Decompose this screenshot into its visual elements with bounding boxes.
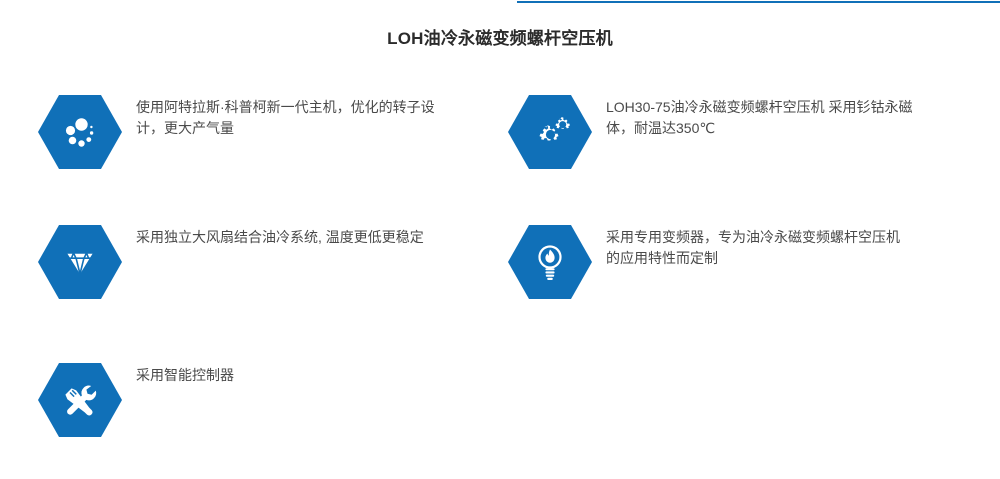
- feature-text: LOH30-75油冷永磁变频螺杆空压机 采用钐钴永磁 体，耐温达350℃: [606, 99, 913, 136]
- feature-text: 采用专用变频器，专为油冷永磁变频螺杆空压机 的应用特性而定制: [606, 229, 900, 266]
- feature-icon-badge: [508, 215, 592, 303]
- feature-item: 采用智能控制器: [38, 353, 488, 441]
- lightbulb-flame-icon: [508, 225, 592, 299]
- feature-item: 使用阿特拉斯·科普柯新一代主机，优化的转子设 计，更大产气量: [38, 85, 488, 173]
- feature-icon-badge: [508, 85, 592, 173]
- hexagon-shape: [38, 363, 122, 437]
- hexagon-shape: [508, 95, 592, 169]
- feature-grid: 使用阿特拉斯·科普柯新一代主机，优化的转子设 计，更大产气量 LOH30: [0, 85, 1000, 475]
- feature-item: 采用独立大风扇结合油冷系统, 温度更低更稳定: [38, 215, 488, 303]
- page-title: LOH油冷永磁变频螺杆空压机: [387, 29, 613, 48]
- hexagon-shape: [38, 225, 122, 299]
- circles-cluster-icon: [38, 95, 122, 169]
- feature-icon-badge: [38, 353, 122, 441]
- feature-item: 采用专用变频器，专为油冷永磁变频螺杆空压机 的应用特性而定制: [508, 215, 958, 303]
- tools-icon: [38, 363, 122, 437]
- feature-icon-badge: [38, 85, 122, 173]
- gears-icon: [508, 95, 592, 169]
- hexagon-shape: [508, 225, 592, 299]
- feature-text: 采用独立大风扇结合油冷系统, 温度更低更稳定: [136, 229, 424, 245]
- diamond-icon: [38, 225, 122, 299]
- hexagon-shape: [38, 95, 122, 169]
- feature-text: 使用阿特拉斯·科普柯新一代主机，优化的转子设 计，更大产气量: [136, 99, 435, 136]
- feature-text: 采用智能控制器: [136, 367, 234, 383]
- top-accent-rule: [517, 1, 1000, 3]
- feature-icon-badge: [38, 215, 122, 303]
- feature-item: LOH30-75油冷永磁变频螺杆空压机 采用钐钴永磁 体，耐温达350℃: [508, 85, 958, 173]
